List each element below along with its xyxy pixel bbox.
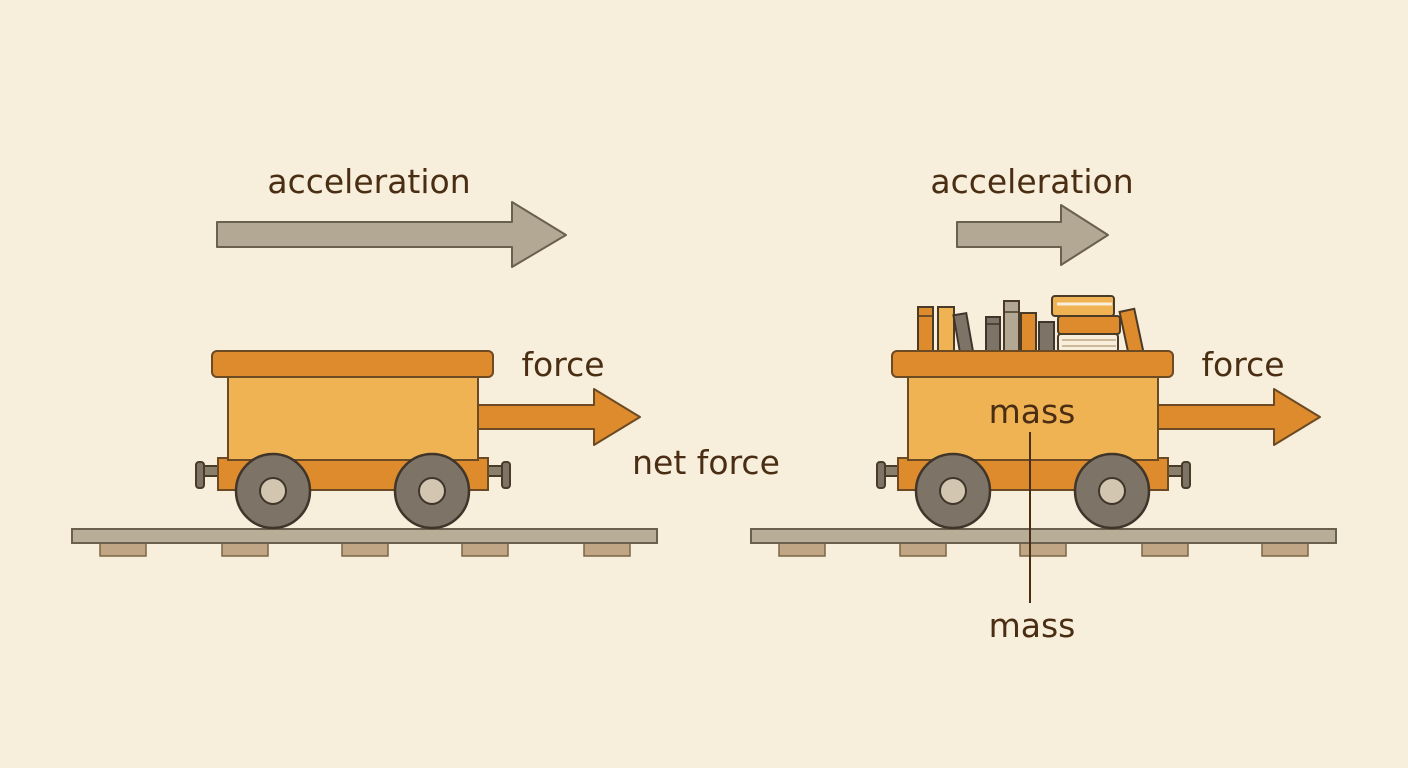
force-arrow-right [1157,388,1321,446]
panel-loaded-cart: acceleration [750,162,1337,645]
acceleration-arrow-right [956,204,1109,266]
mass-label-below: mass [989,606,1076,645]
panel-light-cart: acceleration [71,162,780,557]
mass-label-inside: mass [989,392,1076,431]
net-force-label: net force [632,443,780,482]
force-label-right: force [1201,345,1284,384]
force-arrow-left [477,388,641,446]
books-cargo [917,295,1145,358]
track-right [750,528,1337,557]
force-label-left: force [521,345,604,384]
acceleration-label-right: acceleration [930,162,1133,201]
acceleration-arrow-left [216,201,567,268]
cart-right [876,350,1191,530]
cart-left [195,350,511,530]
track-left [71,528,658,557]
acceleration-label-left: acceleration [267,162,470,201]
